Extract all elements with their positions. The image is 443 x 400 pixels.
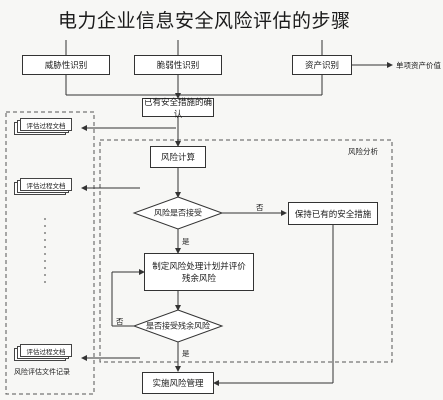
edge-yes-label-1: 是 (182, 237, 190, 246)
threat-identification-label: 威胁性识别 (44, 61, 88, 71)
risk-analysis-dashed-frame (99, 139, 393, 363)
threat-identification-box: 威胁性识别 (22, 55, 110, 75)
edge-yes-label-2: 是 (182, 349, 190, 358)
confirm-measures-label: 已有安全措施的确认 (143, 97, 212, 120)
keep-measures-label: 保持已有的安全措施 (294, 209, 372, 220)
confirm-measures-box: 已有安全措施的确认 (142, 97, 214, 120)
keep-measures-box: 保持已有的安全措施 (288, 202, 378, 225)
process-document-label: 评估过程文档 (26, 347, 66, 356)
vulnerability-identification-label: 脆弱性识别 (156, 61, 200, 71)
asset-identification-label: 资产识别 (304, 61, 339, 71)
process-document-label: 评估过程文档 (26, 181, 66, 190)
decision-accept-label: 风险是否接受 (154, 208, 202, 218)
decision-residual-accept (132, 309, 224, 343)
record-label: 风险评估文件记录 (14, 368, 70, 376)
risk-plan-box: 制定风险处理计划并评价残余风险 (144, 253, 254, 291)
edge-no-label-2: 否 (116, 317, 124, 326)
process-document-label: 评估过程文档 (26, 121, 66, 130)
decision-risk-accept (132, 196, 224, 230)
risk-analysis-label: 风险分析 (348, 147, 378, 156)
process-document-3: 评估过程文档 (14, 344, 72, 362)
record-dashed-frame (5, 111, 95, 395)
implement-risk-management-label: 实施风险管理 (152, 379, 204, 389)
process-document-2: 评估过程文档 (14, 178, 72, 196)
page-title: 电力企业信息安全风险评估的步骤 (58, 10, 351, 32)
risk-plan-label: 制定风险处理计划并评价残余风险 (152, 262, 246, 284)
risk-calculation-box: 风险计算 (150, 146, 206, 168)
asset-value-label: 单项资产价值 (396, 61, 441, 70)
asset-identification-box: 资产识别 (292, 55, 352, 75)
process-document-1: 评估过程文档 (14, 118, 72, 136)
vulnerability-identification-box: 脆弱性识别 (134, 55, 222, 75)
edge-no-label-1: 否 (256, 203, 264, 212)
risk-calculation-label: 风险计算 (160, 153, 195, 163)
implement-risk-management-box: 实施风险管理 (142, 372, 214, 394)
decision-residual-label: 是否接受残余风险 (146, 321, 210, 331)
